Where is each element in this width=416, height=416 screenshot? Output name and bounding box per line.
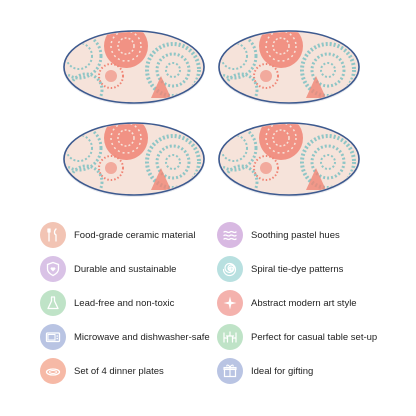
feature-lead-free: Lead-free and non-toxic [40,288,174,318]
flask-icon [40,290,66,316]
plate-image-2 [216,28,362,106]
feature-label: Set of 4 dinner plates [74,365,164,377]
shield-heart-icon [40,256,66,282]
feature-gifting: Ideal for gifting [217,356,313,386]
plate-image-1 [61,28,207,106]
feature-microwave-safe: Microwave and dishwasher-safe [40,322,210,352]
waves-icon [217,222,243,248]
plate-image-4 [216,120,362,198]
feature-label: Abstract modern art style [251,297,357,309]
feature-label: Perfect for casual table set-up [251,331,378,343]
feature-label: Lead-free and non-toxic [74,297,175,309]
plate-icon [40,358,66,384]
feature-spiral-patterns: Spiral tie-dye patterns [217,254,343,284]
spiral-icon [217,256,243,282]
feature-set-of-4: Set of 4 dinner plates [40,356,164,386]
feature-durable: Durable and sustainable [40,254,176,284]
features-list: Food-grade ceramic material Durable and … [0,216,416,412]
feature-table-setup: Perfect for casual table set-up [217,322,377,352]
feature-abstract-art: Abstract modern art style [217,288,357,318]
feature-label: Ideal for gifting [251,365,314,377]
microwave-icon [40,324,66,350]
feature-pastel-hues: Soothing pastel hues [217,220,340,250]
utensils-icon [40,222,66,248]
feature-label: Soothing pastel hues [251,229,340,241]
feature-label: Food-grade ceramic material [74,229,196,241]
dining-table-icon [217,324,243,350]
feature-label: Durable and sustainable [74,263,177,275]
plate-image-3 [61,120,207,198]
feature-label: Microwave and dishwasher-safe [74,331,210,343]
feature-label: Spiral tie-dye patterns [251,263,344,275]
feature-food-grade: Food-grade ceramic material [40,220,195,250]
gift-icon [217,358,243,384]
sparkle-icon [217,290,243,316]
